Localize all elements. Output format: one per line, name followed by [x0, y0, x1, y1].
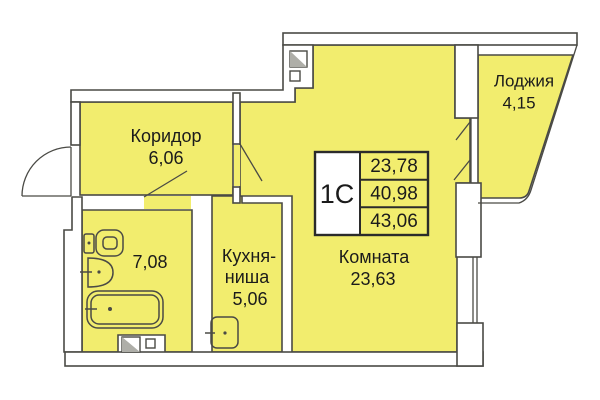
- shaft-hatch: [122, 337, 140, 352]
- unit-type-cell: [315, 152, 360, 235]
- room-loggia: [477, 54, 575, 199]
- wall-left-upper: [70, 101, 81, 146]
- wall-top: [282, 32, 578, 46]
- label-bathroom-area: 7,08: [132, 252, 167, 272]
- label-living-name: Комната: [339, 247, 410, 267]
- opening-corridor-living: [234, 145, 240, 186]
- unit-area-row-3: 43,06: [370, 211, 418, 232]
- unit-areas-cells: [360, 152, 428, 235]
- bathtub: [85, 290, 164, 329]
- unit-info-table: 1С 23,78 40,98 43,06: [313, 150, 430, 237]
- shaft-bathroom: [121, 336, 156, 353]
- wall-pillar-upper-right: [454, 44, 479, 119]
- wall-left-lower: [63, 196, 83, 353]
- entry-door-arc: [21, 146, 72, 197]
- wall-corridor-top: [70, 44, 314, 103]
- unit-area-row-2: 40,98: [370, 184, 418, 205]
- label-loggia-name: Лоджия: [494, 72, 554, 91]
- wall-pillar-lower-right: [456, 322, 484, 367]
- shaft-small-box: [145, 338, 156, 349]
- label-kitchen-name-1: Кухня-: [222, 246, 276, 266]
- balcony-opening-tick: [453, 159, 471, 181]
- label-loggia-area: 4,15: [502, 94, 535, 113]
- door-corridor-living: [239, 143, 263, 182]
- label-kitchen-name-2: ниша: [225, 267, 270, 287]
- wall-bottom: [64, 351, 484, 367]
- unit-type-label: 1С: [320, 179, 355, 209]
- label-corridor-area: 6,06: [148, 148, 183, 168]
- toilet: [83, 229, 124, 257]
- room-corridor: [79, 101, 234, 196]
- label-kitchen-area: 5,06: [232, 289, 267, 309]
- wall-pillar-mid-right: [455, 182, 482, 258]
- shaft-hatch: [290, 51, 307, 67]
- shaft-small-box: [289, 70, 301, 82]
- unit-area-row-1: 23,78: [370, 156, 418, 177]
- wall-loggia-outer-edge: [478, 44, 578, 204]
- shaft-top: [289, 50, 308, 82]
- opening-corridor-bathroom: [144, 196, 191, 209]
- label-living-area: 23,63: [350, 269, 395, 289]
- bathroom-sink: [80, 257, 114, 288]
- wall-stub-upper: [232, 92, 241, 145]
- label-corridor-name: Коридор: [130, 126, 201, 146]
- door-corridor-bathroom: [143, 170, 188, 198]
- balcony-opening-tick: [455, 121, 471, 141]
- wall-stub-lower: [232, 186, 241, 204]
- kitchen-sink: [205, 316, 239, 349]
